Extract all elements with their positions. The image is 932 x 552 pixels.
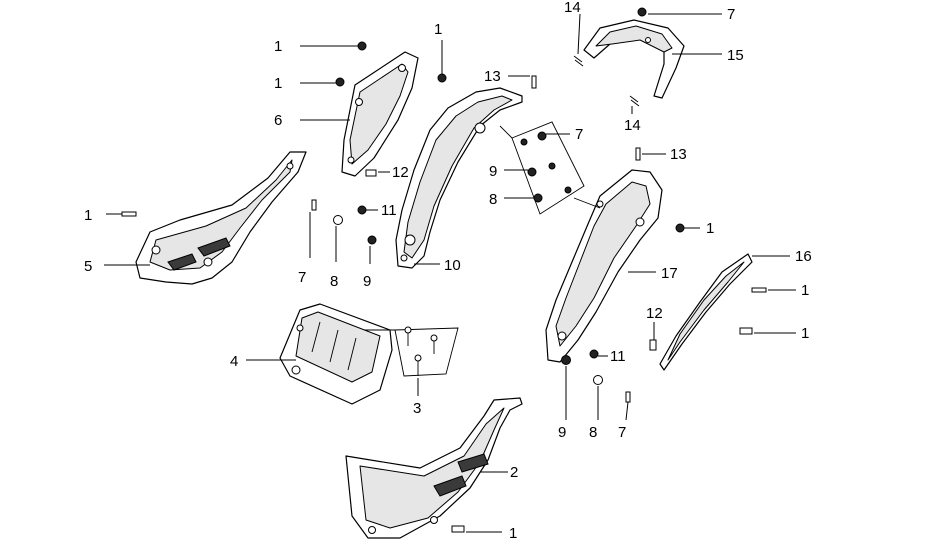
callout-5: 5 <box>84 258 92 275</box>
callout-11b: 11 <box>610 348 626 365</box>
callout-1a: 1 <box>274 38 282 55</box>
callout-14b: 14 <box>624 117 641 134</box>
callout-10: 10 <box>444 257 461 274</box>
callout-9b: 9 <box>363 273 371 290</box>
callout-11a: 11 <box>381 202 397 219</box>
callout-13a: 13 <box>484 68 501 85</box>
callout-2: 2 <box>510 464 518 481</box>
callout-13b: 13 <box>670 146 687 163</box>
hardware-screw-set <box>364 326 459 377</box>
part-rear-grab-handle <box>583 19 685 99</box>
part-front-side-panel <box>341 51 419 177</box>
callout-3: 3 <box>413 400 421 417</box>
callout-1g: 1 <box>801 325 809 342</box>
callout-6: 6 <box>274 112 282 129</box>
callout-4: 4 <box>230 353 238 370</box>
callout-16: 16 <box>795 248 812 265</box>
callout-15: 15 <box>727 47 744 64</box>
callout-7c: 7 <box>298 269 306 286</box>
part-battery-tray <box>279 303 393 405</box>
callout-12a: 12 <box>392 164 409 181</box>
small-hardware <box>121 7 767 533</box>
part-right-rail-strip <box>659 253 753 371</box>
part-floor-side-cover <box>345 397 523 539</box>
callout-1b: 1 <box>274 75 282 92</box>
callout-8c: 8 <box>589 424 597 441</box>
callout-1f: 1 <box>801 282 809 299</box>
callout-12b: 12 <box>646 305 663 322</box>
callout-8b: 8 <box>330 273 338 290</box>
callout-9a: 9 <box>489 163 497 180</box>
part-left-body-frame-cover <box>395 87 523 269</box>
callout-7a: 7 <box>727 6 735 23</box>
callout-8a: 8 <box>489 191 497 208</box>
callout-labels: 1 1 1 1 1 1 1 1 2 3 4 5 6 7 7 7 7 8 8 8 … <box>84 0 812 542</box>
leader-lines <box>104 13 796 533</box>
callout-1c: 1 <box>434 21 442 38</box>
part-right-body-frame-cover <box>545 169 663 363</box>
callout-17: 17 <box>661 265 678 282</box>
part-left-side-cover <box>135 151 307 285</box>
callout-1h: 1 <box>509 525 517 542</box>
callout-14a: 14 <box>564 0 581 16</box>
callout-1e: 1 <box>706 220 714 237</box>
hardware-group-center <box>499 121 601 215</box>
callout-7d: 7 <box>618 424 626 441</box>
callout-9c: 9 <box>558 424 566 441</box>
callout-7b: 7 <box>575 126 583 143</box>
callout-1d: 1 <box>84 207 92 224</box>
